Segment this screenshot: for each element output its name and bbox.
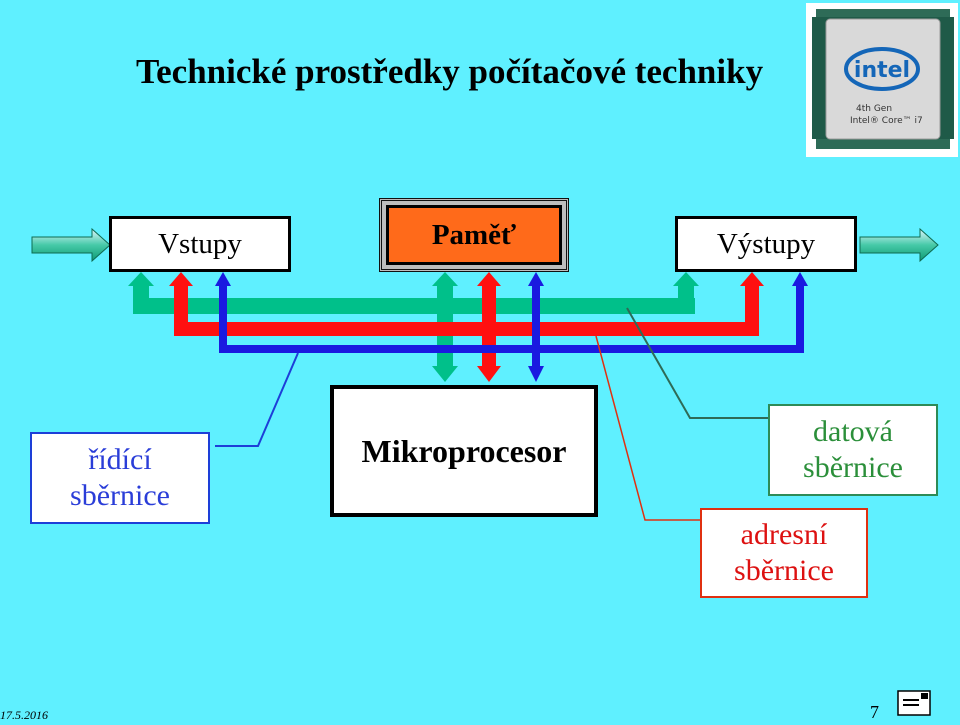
memory-block: Paměť [386, 205, 562, 265]
data-bus-label-line2: sběrnice [803, 451, 903, 484]
slide-nav-icon[interactable] [897, 690, 931, 716]
page-number: 7 [870, 702, 879, 722]
chip-line1-text: 4th Gen [856, 104, 892, 114]
address-bus-leader [595, 335, 700, 521]
slide-date: 17.5.2016 [0, 708, 48, 722]
control-bus-label-line1: řídící [88, 443, 152, 476]
address-bus-label-line1: adresní [740, 518, 828, 551]
output-arrow [859, 227, 939, 263]
control-bus-label-line2: sběrnice [70, 479, 170, 512]
page-title: Technické prostředky počítačové techniky [136, 52, 764, 91]
microprocessor-block: Mikroprocesor [330, 385, 598, 517]
data-bus-label-line1: datová [813, 415, 893, 448]
address-bus-label-line2: sběrnice [734, 554, 834, 587]
inputs-block: Vstupy [109, 216, 291, 272]
chip-brand-text: intel [854, 58, 910, 83]
address-bus-label: adresní sběrnice [700, 508, 868, 598]
input-arrow [31, 227, 111, 263]
data-bus [128, 272, 699, 382]
chip-line2-text: Intel® Core™ i7 [850, 116, 923, 126]
intel-chip-image: intel 4th Gen Intel® Core™ i7 [806, 3, 958, 157]
address-bus [169, 272, 764, 382]
control-bus [215, 272, 808, 382]
control-bus-label: řídící sběrnice [30, 432, 210, 524]
control-bus-leader [215, 352, 299, 447]
data-bus-label: datová sběrnice [768, 404, 938, 496]
data-bus-leader [626, 307, 768, 419]
outputs-block: Výstupy [675, 216, 857, 272]
